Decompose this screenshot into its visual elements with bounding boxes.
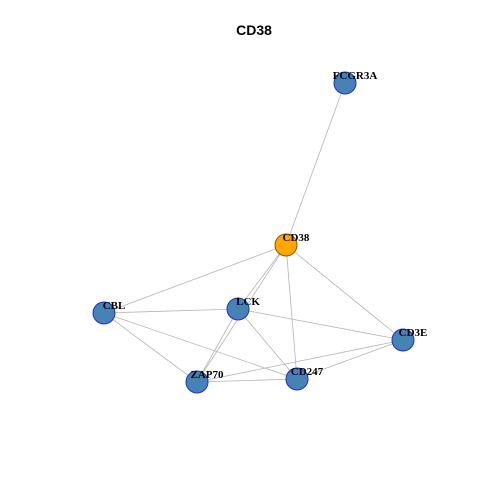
edge-lck-cd3e	[237, 308, 404, 341]
edge-cd38-cbl	[103, 244, 287, 314]
nodes-layer	[92, 71, 415, 394]
node-label-cd3e: CD3E	[399, 327, 428, 339]
node-cd247[interactable]	[285, 367, 309, 391]
edge-lck-zap70	[196, 308, 239, 383]
node-label-lck: LCK	[236, 296, 260, 308]
edge-cbl-lck	[103, 308, 239, 314]
node-label-fcgr3a: FCGR3A	[333, 70, 378, 82]
node-fcgr3a[interactable]	[333, 71, 357, 95]
edge-cd247-cd3e	[296, 339, 404, 380]
edges-layer	[103, 82, 404, 383]
edge-zap70-cd3e	[196, 339, 404, 383]
edge-cd38-lck	[237, 244, 287, 310]
edge-fcgr3a-cd38	[285, 82, 346, 246]
labels-layer: CD38 FCGR3A LCK CBL CD3E ZAP70 CD247	[103, 70, 428, 381]
node-cd3e[interactable]	[391, 328, 415, 352]
node-label-zap70: ZAP70	[191, 369, 225, 381]
node-lck[interactable]	[226, 297, 250, 321]
node-cd38[interactable]	[274, 233, 298, 257]
edge-cbl-zap70	[103, 312, 198, 383]
edge-lck-cd247	[237, 308, 298, 380]
node-zap70[interactable]	[185, 370, 209, 394]
diagram-title: CD38	[236, 22, 272, 38]
edge-cd38-cd3e	[285, 244, 404, 341]
edge-zap70-cd247	[196, 378, 298, 383]
node-label-cbl: CBL	[103, 300, 126, 312]
edge-cd38-cd247	[285, 244, 298, 380]
node-label-cd38: CD38	[283, 232, 310, 244]
node-label-cd247: CD247	[291, 366, 324, 378]
node-cbl[interactable]	[92, 301, 116, 325]
